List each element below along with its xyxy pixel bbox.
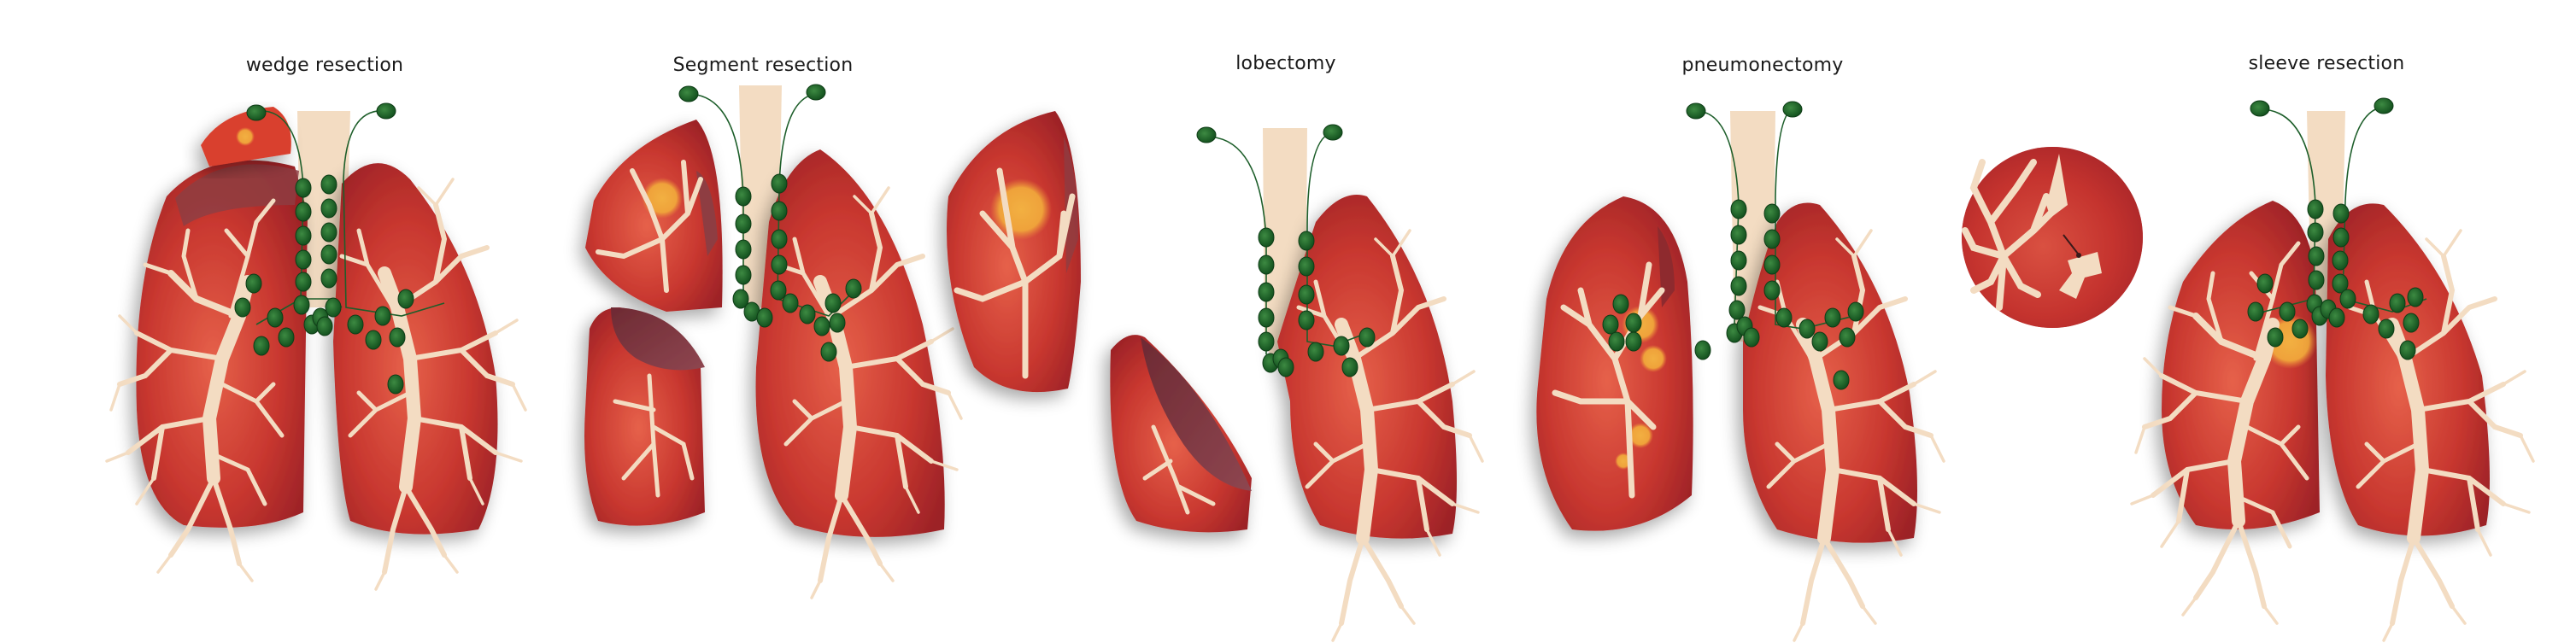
title-wedge-resection: wedge resection — [245, 55, 404, 76]
remaining-left-lung — [1743, 202, 1917, 543]
cut-surface — [611, 307, 705, 371]
panel-segment-resection — [584, 84, 961, 598]
resected-whole-lung — [1536, 196, 1693, 531]
panel-wedge-resection — [107, 102, 525, 589]
title-pneumonectomy: pneumonectomy — [1681, 55, 1844, 76]
lymph-nodes — [1686, 101, 1864, 390]
remaining-lower-lobe — [584, 307, 705, 526]
lymph-nodes — [2247, 97, 2427, 360]
resected-segment — [585, 120, 723, 312]
sleeve-detail-inset — [1962, 147, 2143, 328]
resected-lower-lobe — [1110, 335, 1252, 533]
tumor — [236, 127, 255, 146]
title-sleeve-resection: sleeve resection — [2248, 53, 2405, 74]
panel-sleeve-resection — [2132, 97, 2533, 640]
lymph-nodes — [1196, 124, 1376, 377]
cut-surface — [1141, 337, 1252, 491]
wedge-specimen — [201, 107, 291, 167]
panel-pneumonectomy — [1536, 101, 1944, 640]
panel-lobectomy — [1196, 124, 1482, 640]
lymph-nodes — [678, 84, 862, 362]
anastomosed-bronchus — [2059, 252, 2102, 299]
lymph-nodes — [234, 102, 445, 395]
arrow-icon — [2063, 234, 2079, 254]
title-lobectomy: lobectomy — [1235, 53, 1336, 74]
left-lung — [333, 163, 498, 535]
resected-bronchus-segment — [2046, 154, 2068, 218]
resected-upper-lobe — [947, 111, 1081, 393]
title-segment-resection: Segment resection — [672, 55, 854, 76]
